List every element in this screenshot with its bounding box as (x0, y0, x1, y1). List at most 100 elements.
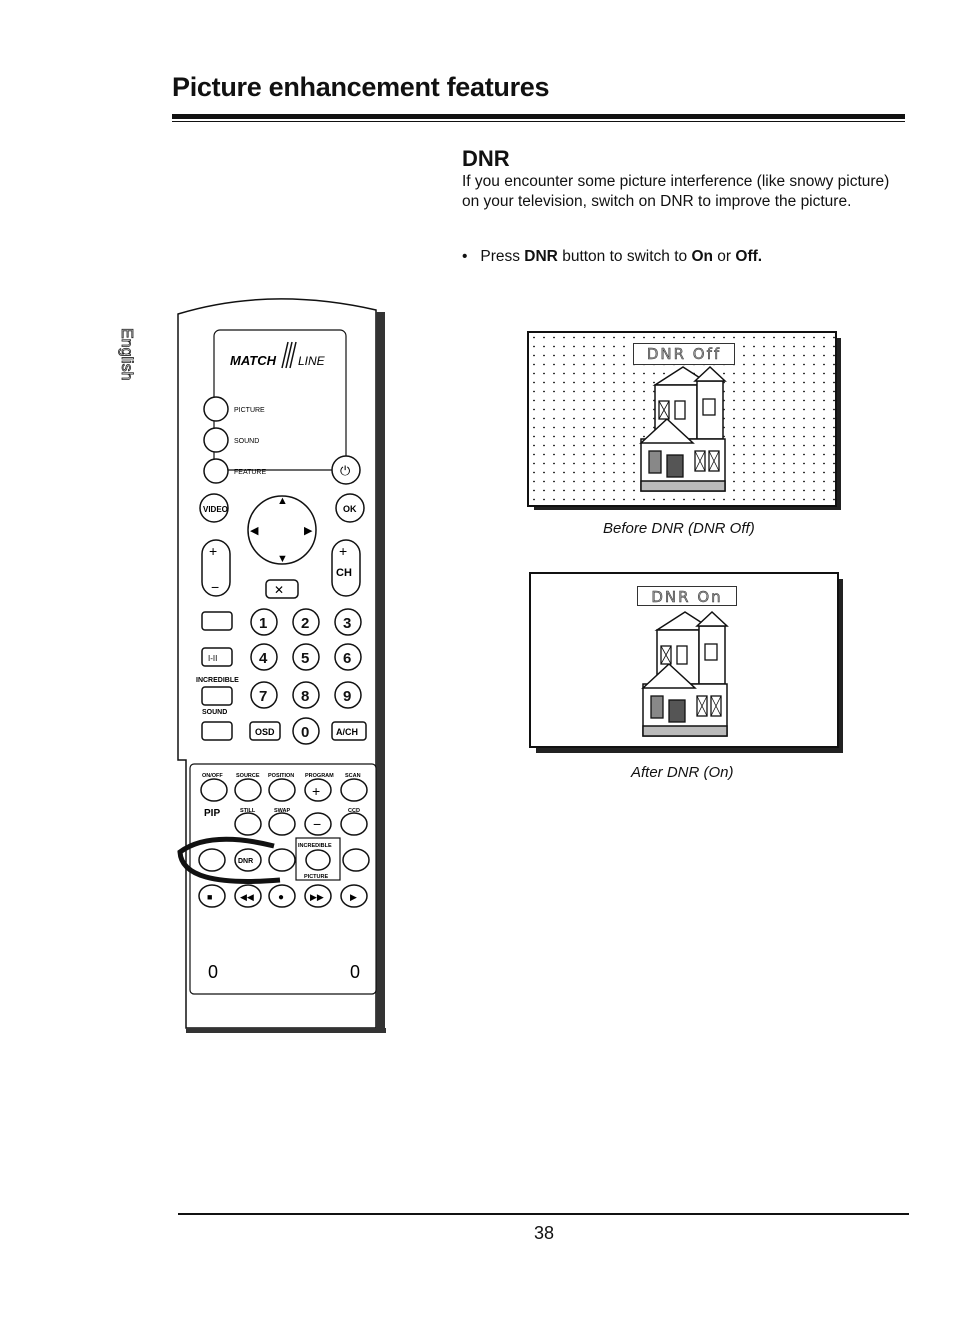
svg-text:4: 4 (259, 650, 268, 667)
incredible-sound-label-top: INCREDIBLE (196, 677, 239, 684)
svg-text:6: 6 (343, 650, 351, 667)
house-illustration (639, 365, 727, 492)
cursor-pad[interactable] (247, 495, 317, 565)
pip-scan-button[interactable] (340, 778, 368, 802)
digit-button-0[interactable] (292, 717, 320, 745)
ach-button[interactable] (331, 721, 367, 741)
caption-before: Before DNR (DNR Off) (603, 520, 755, 537)
rewind-button[interactable] (234, 884, 262, 908)
digit-button-8[interactable] (292, 681, 320, 709)
menu-buttons[interactable] (203, 396, 229, 484)
digit-button-7[interactable] (250, 681, 278, 709)
digit-button-2[interactable] (292, 608, 320, 636)
digit-button-9[interactable] (334, 681, 362, 709)
pip-position-button[interactable] (268, 778, 296, 802)
standby-button[interactable] (201, 721, 233, 741)
channel-rocker[interactable] (331, 539, 361, 597)
digit-button-1[interactable] (250, 608, 278, 636)
menu-label-feature: FEATURE (234, 469, 266, 476)
pip-still-button[interactable] (234, 812, 262, 836)
osd-button[interactable] (249, 721, 281, 741)
osd-label: OSD (255, 727, 275, 737)
pip-label: PIP (204, 808, 220, 819)
pip-onoff-button[interactable] (200, 778, 228, 802)
play-button[interactable] (340, 884, 368, 908)
dnr-key-label: DNR (524, 248, 558, 265)
fast-forward-button[interactable] (304, 884, 332, 908)
svg-text:0: 0 (301, 724, 309, 741)
plus-icon: + (312, 783, 320, 799)
ach-label: A/CH (336, 727, 358, 737)
ccd-button[interactable] (340, 812, 368, 836)
language-side-tab: English (112, 322, 142, 412)
freeze-button[interactable] (342, 848, 370, 872)
record-button[interactable] (268, 884, 296, 908)
dnr-button[interactable] (234, 848, 262, 872)
stop-button[interactable] (198, 884, 226, 908)
digit-button-6[interactable] (334, 643, 362, 671)
svg-text:7: 7 (259, 688, 267, 705)
video-button[interactable] (199, 493, 229, 523)
osd-banner-dnr-off: DNR Off (633, 343, 735, 365)
dnr-button-label: DNR (238, 858, 253, 865)
svg-text:9: 9 (343, 688, 351, 705)
ok-button[interactable] (335, 493, 365, 523)
power-button[interactable] (331, 455, 361, 485)
page-number: 38 (534, 1223, 555, 1243)
digit-button-3[interactable] (334, 608, 362, 636)
video-label: VIDEO (203, 505, 228, 514)
pip-swap-button[interactable] (268, 812, 296, 836)
bottom-mark-right: 0 (350, 962, 360, 982)
page-title: Picture enhancement features (172, 72, 550, 102)
volume-up-icon: + (209, 543, 217, 559)
volume-down-icon: − (211, 579, 219, 595)
stereo-label: I-II (208, 654, 217, 663)
svg-text:3: 3 (343, 615, 351, 632)
menu-label-sound: SOUND (234, 438, 259, 445)
pip-program-minus-button[interactable] (304, 812, 332, 836)
stereo-button[interactable] (201, 647, 233, 667)
play-icon: ▶ (350, 892, 357, 902)
svg-text:SOURCE: SOURCE (236, 773, 260, 779)
header-rule (172, 114, 905, 119)
incredible-picture-label-bottom: PICTURE (304, 874, 328, 880)
remote-brand: MATCH (230, 353, 277, 368)
ok-label: OK (343, 504, 357, 514)
language-label: English (118, 328, 135, 380)
screen-format-button[interactable] (201, 611, 233, 631)
svg-text:CCD: CCD (348, 808, 360, 814)
channel-up-icon: + (339, 543, 347, 559)
cursor-down-icon: ▼ (277, 553, 288, 565)
osd-banner-dnr-on: DNR On (637, 586, 737, 606)
fast-forward-icon: ▶▶ (310, 892, 324, 902)
ch-label: CH (336, 567, 352, 579)
minus-icon: − (313, 816, 321, 832)
cursor-left-icon: ◀ (250, 525, 259, 537)
pip-source-button[interactable] (234, 778, 262, 802)
mute-button[interactable] (265, 579, 299, 599)
digit-button-5[interactable] (292, 643, 320, 671)
section-heading: DNR (462, 146, 510, 171)
svg-text:ON/OFF: ON/OFF (202, 773, 223, 779)
incredible-picture-button[interactable] (305, 849, 331, 871)
menu-label-picture: PICTURE (234, 407, 265, 414)
cursor-up-icon: ▲ (277, 495, 288, 507)
incredible-sound-button[interactable] (201, 686, 233, 706)
svg-text:5: 5 (301, 650, 309, 667)
remote-display (213, 329, 347, 471)
svg-text:SWAP: SWAP (274, 808, 291, 814)
volume-rocker[interactable] (201, 539, 231, 597)
pixel-button[interactable] (268, 848, 296, 872)
dnr-highlight-circle (177, 836, 281, 884)
mute-icon: ✕ (274, 583, 284, 597)
header-rule-thin (172, 121, 905, 122)
teletext-button[interactable] (198, 848, 226, 872)
pip-program-plus-button[interactable] (304, 778, 332, 802)
footer-rule (178, 1213, 909, 1215)
digit-button-4[interactable] (250, 643, 278, 671)
house-illustration (641, 610, 729, 737)
incredible-picture-label-top: INCREDIBLE (298, 843, 332, 849)
tv-screen-before: DNR Off (527, 331, 837, 507)
record-icon: ● (278, 892, 284, 903)
rewind-icon: ◀◀ (240, 892, 254, 902)
